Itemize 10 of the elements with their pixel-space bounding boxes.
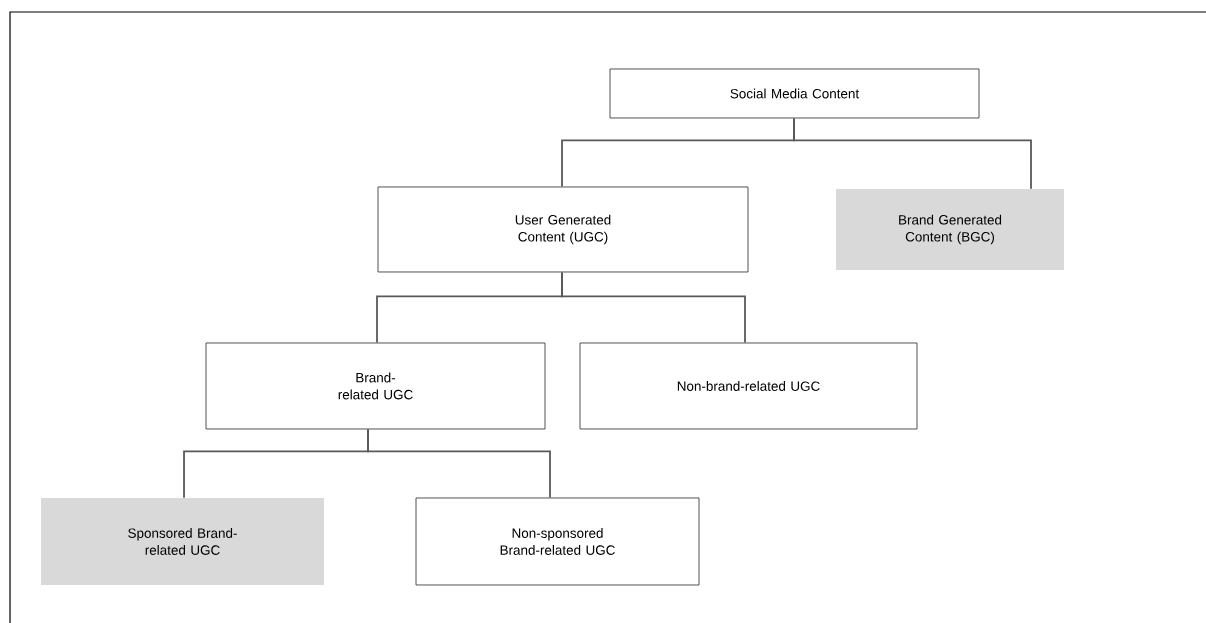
category-box: Non-sponsored Brand-related UGC [415,497,700,586]
connector-line [367,428,551,499]
connector-line [793,117,1032,190]
category-box: Social Media Content [609,68,980,119]
category-box: Brand-related UGC [205,342,546,430]
connector-line [561,271,746,344]
category-box: Brand Generated Content (BGC) [836,189,1064,270]
category-box: Non-brand-related UGC [579,342,918,430]
category-box: Sponsored Brand-related UGC [41,498,324,585]
category-box: User Generated Content (UGC) [377,186,749,273]
